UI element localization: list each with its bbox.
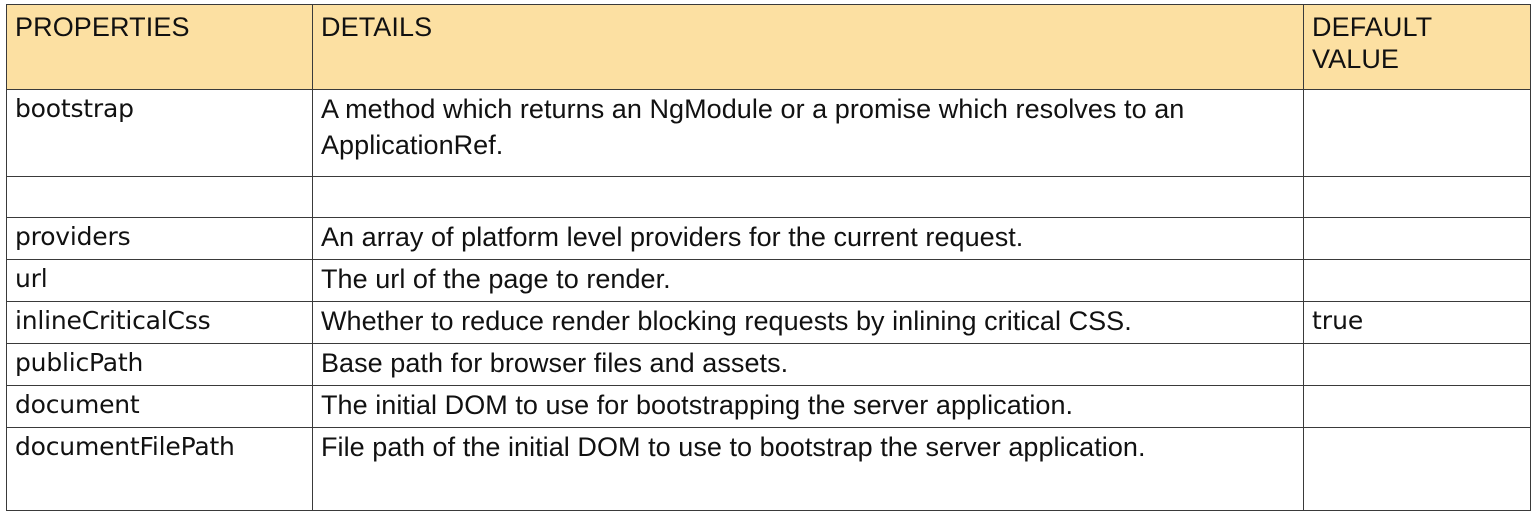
cell-property: document — [6, 385, 313, 428]
cell-details: The url of the page to render. — [312, 259, 1304, 302]
table-row: documentFilePath File path of the initia… — [6, 427, 1531, 511]
cell-details: A method which returns an NgModule or a … — [312, 89, 1304, 177]
cell-property — [6, 176, 313, 218]
table-header: PROPERTIES DETAILS DEFAULT VALUE — [6, 4, 1531, 90]
table-row: url The url of the page to render. — [6, 259, 1531, 302]
cell-property: inlineCriticalCss — [6, 301, 313, 344]
column-header-default-value-line2: VALUE — [1312, 44, 1400, 75]
cell-default-value: true — [1303, 301, 1531, 344]
cell-property: url — [6, 259, 313, 302]
cell-details: An array of platform level providers for… — [312, 217, 1304, 260]
cell-default-value — [1303, 343, 1531, 386]
column-header-default-value-line1: DEFAULT — [1312, 12, 1433, 42]
cell-default-value — [1303, 89, 1531, 177]
table-body: bootstrap A method which returns an NgMo… — [6, 89, 1531, 511]
properties-table: PROPERTIES DETAILS DEFAULT VALUE bootstr… — [6, 4, 1531, 511]
cell-property: documentFilePath — [6, 427, 313, 511]
cell-default-value — [1303, 176, 1531, 218]
table-row: document The initial DOM to use for boot… — [6, 385, 1531, 428]
column-header-properties: PROPERTIES — [6, 4, 313, 90]
table-row — [6, 176, 1531, 218]
cell-details: File path of the initial DOM to use to b… — [312, 427, 1304, 511]
table-row: providers An array of platform level pro… — [6, 217, 1531, 260]
cell-property: bootstrap — [6, 89, 313, 177]
cell-details: Whether to reduce render blocking reques… — [312, 301, 1304, 344]
cell-default-value — [1303, 385, 1531, 428]
table-row: inlineCriticalCss Whether to reduce rend… — [6, 301, 1531, 344]
cell-property: publicPath — [6, 343, 313, 386]
table-row: bootstrap A method which returns an NgMo… — [6, 89, 1531, 177]
column-header-details: DETAILS — [312, 4, 1304, 90]
cell-details: The initial DOM to use for bootstrapping… — [312, 385, 1304, 428]
cell-details — [312, 176, 1304, 218]
cell-default-value — [1303, 427, 1531, 511]
column-header-default-value: DEFAULT VALUE — [1303, 4, 1531, 90]
table-row: publicPath Base path for browser files a… — [6, 343, 1531, 386]
cell-default-value — [1303, 217, 1531, 260]
cell-property: providers — [6, 217, 313, 260]
cell-details: Base path for browser files and assets. — [312, 343, 1304, 386]
table-header-row: PROPERTIES DETAILS DEFAULT VALUE — [6, 4, 1531, 90]
cell-default-value — [1303, 259, 1531, 302]
